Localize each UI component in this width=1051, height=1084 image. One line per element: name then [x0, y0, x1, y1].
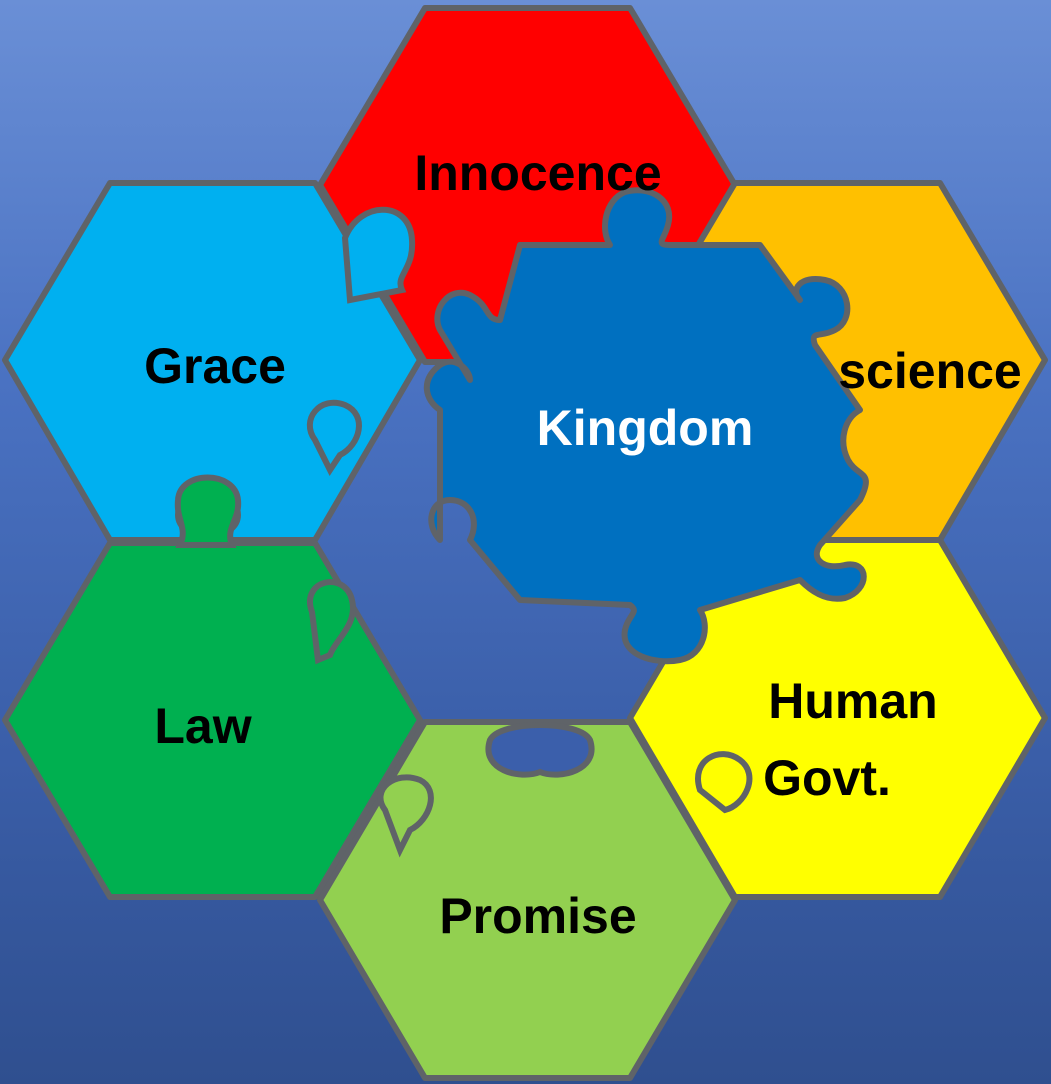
human-govt-piece — [627, 537, 1048, 900]
kingdom-label: Kingdom — [537, 400, 754, 456]
grace-label: Grace — [144, 338, 286, 394]
human-govt-label-line1: Human — [768, 673, 937, 729]
law-right-tab — [307, 579, 356, 665]
law-label: Law — [154, 698, 251, 754]
promise-label: Promise — [439, 888, 636, 944]
human-govt-label-line2: Govt. — [763, 750, 891, 806]
innocence-label: Innocence — [414, 145, 661, 201]
conscience-label: science — [838, 343, 1021, 399]
promise-left-tab — [377, 774, 434, 858]
promise-top-tab — [485, 722, 595, 778]
human-govt-left-tab — [695, 751, 753, 814]
promise-piece — [317, 719, 738, 1081]
kingdom-piece — [423, 187, 869, 665]
grace-tab — [341, 206, 416, 304]
law-top-tab — [174, 474, 242, 548]
law-piece — [2, 474, 423, 900]
grace-right-tab — [306, 399, 362, 476]
kingdom-shape — [423, 187, 869, 665]
